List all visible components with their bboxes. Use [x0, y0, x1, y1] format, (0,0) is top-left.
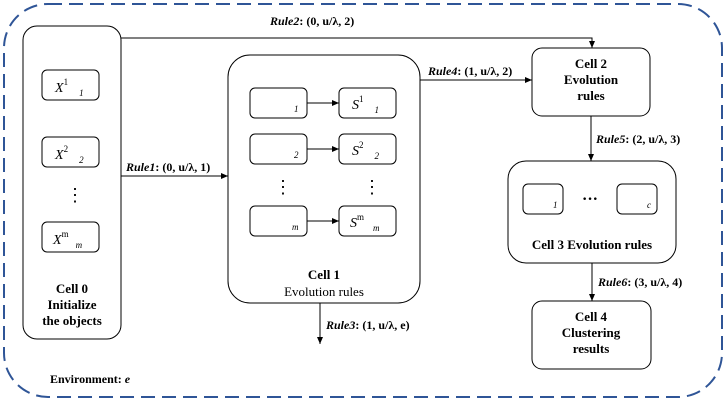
cell1-output-m-label: Smm	[350, 212, 380, 233]
cell3-cluster-c	[616, 183, 658, 215]
rule6-label: Rule6: (3, u/λ, 4)	[597, 275, 682, 289]
cell1-desc: Evolution rules	[284, 284, 364, 299]
cell3-cluster-1-sub: 1	[553, 200, 558, 210]
cell2-frame	[531, 47, 651, 117]
rule2-label: Rule2: (0, u/λ, 2)	[269, 14, 354, 28]
rule4-label: Rule4: (1, u/λ, 2)	[427, 64, 512, 78]
cell3-cluster-1	[522, 183, 564, 215]
cell2-desc-2: rules	[577, 88, 604, 103]
cell3: 1 ··· c Cell 3 Evolution rules	[507, 160, 677, 264]
cell0-ellipsis: ⋮	[66, 185, 84, 205]
cell1-name: Cell 1	[308, 267, 340, 282]
environment-label: Environment: e	[50, 372, 131, 386]
cell0-object-1	[41, 69, 100, 101]
cell4-desc-1: Clustering	[562, 325, 621, 340]
cell1-ellipsis-right: ⋮	[363, 177, 381, 197]
cell1-output-2	[338, 133, 397, 165]
cell0-desc-1: Initialize	[47, 297, 96, 312]
rule2-edge	[121, 37, 595, 48]
cell3-cluster-c-sub: c	[647, 200, 651, 210]
cell0-object-m-label: Xmm	[52, 229, 83, 250]
cell3-ellipsis: ···	[582, 191, 598, 208]
cell0-object-2	[41, 136, 100, 168]
rule1-label: Rule1: (0, u/λ, 1)	[125, 160, 210, 174]
cell0-object-1-label: X11	[54, 77, 84, 98]
cell4-desc-2: results	[573, 341, 610, 356]
cell1-output-m	[338, 205, 397, 237]
cell0-object-2-label: X22	[54, 144, 84, 165]
cell3-title: Cell 3 Evolution rules	[532, 237, 652, 252]
cell0-desc-2: the objects	[42, 313, 102, 328]
environment-boundary	[3, 3, 723, 398]
cell4-name: Cell 4	[575, 309, 608, 324]
cell1-output-2-label: S22	[352, 140, 380, 161]
cell1-input-1-sub: 1	[294, 104, 299, 114]
cell0-frame	[22, 25, 122, 340]
cell1-ellipsis-left: ⋮	[274, 177, 292, 197]
cell0-name: Cell 0	[56, 281, 88, 296]
rule5-label: Rule5: (2, u/λ, 3)	[595, 132, 680, 146]
cell2-name: Cell 2	[575, 56, 607, 71]
cell1: 1 S11 2 S22 ⋮ ⋮ m Smm Cell 1 Evolution r…	[227, 54, 421, 304]
cell2-desc-1: Evolution	[564, 72, 619, 87]
cell4-frame	[531, 300, 652, 370]
cell0: X11 X22 ⋮ Xmm Cell 0 Initialize the obje…	[22, 25, 122, 340]
cell1-input-2-sub: 2	[294, 150, 299, 160]
cell0-object-m	[41, 221, 100, 253]
cell2: Cell 2 Evolution rules	[531, 47, 651, 117]
cell1-output-1-label: S11	[352, 94, 379, 115]
rule3-label: Rule3: (1, u/λ, e)	[325, 318, 410, 332]
cell1-output-1	[338, 87, 397, 119]
cell4: Cell 4 Clustering results	[531, 300, 652, 370]
cell1-input-m-sub: m	[292, 222, 299, 232]
